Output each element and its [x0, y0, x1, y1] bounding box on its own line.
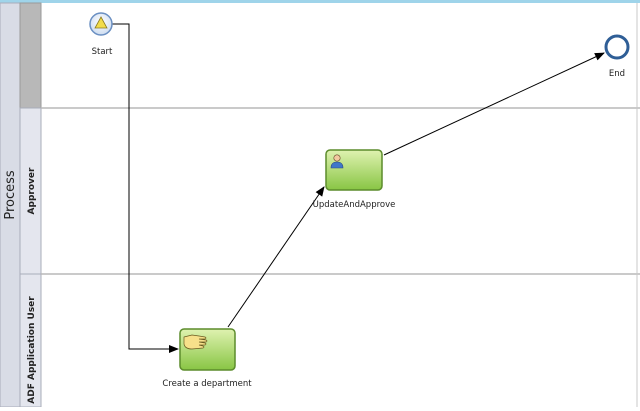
flow-create-to-update[interactable] — [227, 186, 325, 328]
task-update-label: UpdateAndApprove — [313, 200, 396, 210]
flow-start-to-create[interactable] — [112, 23, 179, 353]
end-circle — [604, 34, 630, 60]
pool-label: Process — [3, 170, 18, 220]
lane-label-approver: Approver — [27, 167, 37, 214]
start-event[interactable] — [89, 12, 113, 36]
top-border — [0, 0, 640, 3]
start-trigger-icon — [94, 16, 108, 29]
lane-header-top — [19, 2, 42, 109]
user-icon — [330, 154, 344, 169]
task-create-label: Create a department — [162, 379, 252, 389]
lane-label-adf-user: ADF Application User — [27, 296, 37, 404]
end-label: End — [609, 69, 625, 79]
task-create-box — [179, 328, 236, 371]
task-update-box — [325, 149, 383, 191]
hand-icon — [183, 334, 208, 350]
flow-update-to-end[interactable] — [383, 52, 605, 156]
task-create-department[interactable] — [179, 328, 236, 371]
task-update-and-approve[interactable] — [325, 149, 383, 191]
start-label: Start — [92, 47, 113, 57]
end-event[interactable] — [604, 34, 630, 60]
